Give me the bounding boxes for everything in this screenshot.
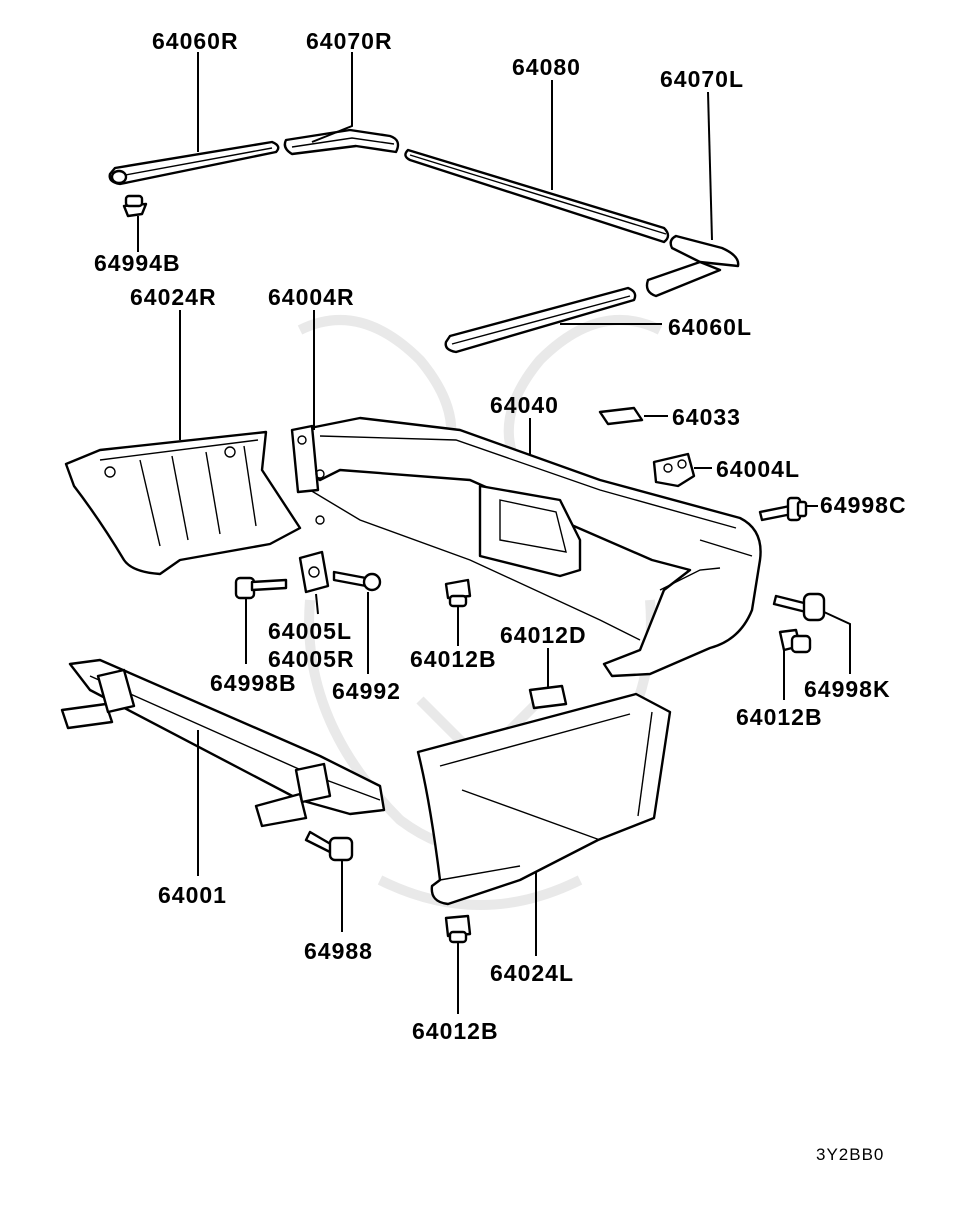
clip-64994b xyxy=(122,194,148,218)
molding-64070r xyxy=(283,128,400,156)
label-64994b: 64994B xyxy=(94,250,181,276)
pad-64033 xyxy=(598,406,644,426)
label-64998b: 64998B xyxy=(210,670,297,696)
label-64998c: 64998C xyxy=(820,492,907,518)
label-64001: 64001 xyxy=(158,882,227,908)
label-64005l: 64005L xyxy=(268,618,353,644)
molding-64070l xyxy=(645,234,740,298)
label-64012d: 64012D xyxy=(500,622,587,648)
label-64998k: 64998K xyxy=(804,676,891,702)
bracket-64024r xyxy=(64,430,302,576)
label-64012b-center: 64012B xyxy=(410,646,497,672)
label-64060l: 64060L xyxy=(668,314,753,340)
label-64012b-bottom: 64012B xyxy=(412,1018,499,1044)
leader-lines xyxy=(137,52,851,1014)
label-64040: 64040 xyxy=(490,392,559,418)
screw-64992 xyxy=(332,570,382,592)
bolt-64998k xyxy=(772,592,826,622)
label-64033: 64033 xyxy=(672,404,741,430)
bolt-64998b xyxy=(234,576,288,600)
molding-64080 xyxy=(404,148,670,244)
clip-64012b-right xyxy=(778,628,812,654)
bolt-64988 xyxy=(304,830,354,862)
clip-64012b-bottom xyxy=(444,914,472,944)
molding-64060r xyxy=(108,140,280,186)
clip-64012d xyxy=(528,684,568,710)
bracket-64004l xyxy=(652,452,696,488)
label-64080: 64080 xyxy=(512,54,581,80)
reinforcement-64001 xyxy=(60,658,386,828)
label-64024l: 64024L xyxy=(490,960,575,986)
cover-64024l xyxy=(416,692,672,906)
bumper-64040 xyxy=(290,416,762,678)
figure-code: 3Y2BB0 xyxy=(816,1145,885,1164)
label-64005r: 64005R xyxy=(268,646,355,672)
label-64012b-right: 64012B xyxy=(736,704,823,730)
label-64060r: 64060R xyxy=(152,28,239,54)
molding-64060l xyxy=(444,286,637,354)
bolt-64998c xyxy=(758,496,808,522)
plate-64005 xyxy=(298,550,330,594)
label-64992: 64992 xyxy=(332,678,401,704)
label-64988: 64988 xyxy=(304,938,373,964)
clip-64012b-center xyxy=(444,578,472,608)
label-64070r: 64070R xyxy=(306,28,393,54)
label-64070l: 64070L xyxy=(660,66,745,92)
label-64024r: 64024R xyxy=(130,284,217,310)
label-64004r: 64004R xyxy=(268,284,355,310)
label-64004l: 64004L xyxy=(716,456,801,482)
